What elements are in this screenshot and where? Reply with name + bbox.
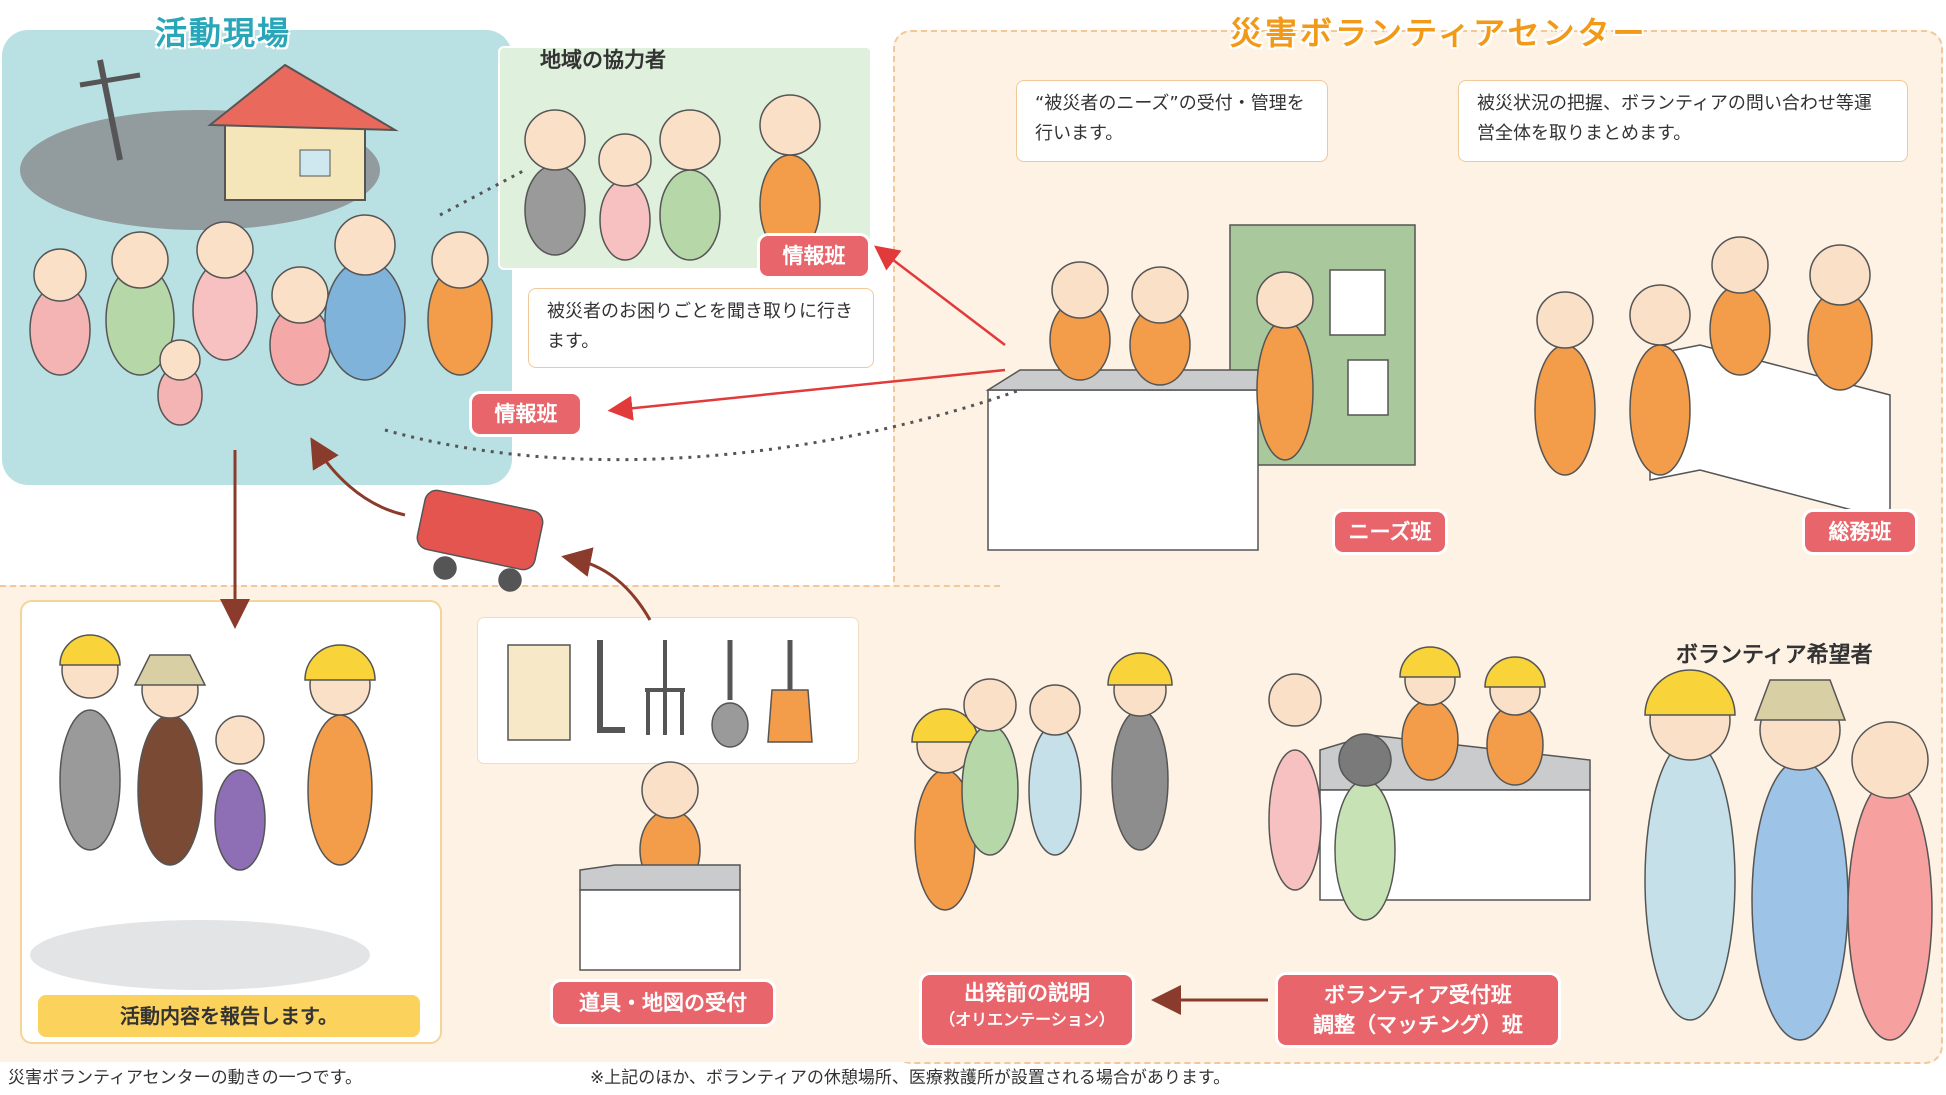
center-title: 災害ボランティアセンター bbox=[1230, 14, 1648, 52]
orientation-label: 出発前の説明 （オリエンテーション） bbox=[922, 975, 1132, 1045]
arrow-to-info-upper bbox=[874, 245, 1006, 346]
cooperators-illustration bbox=[524, 94, 821, 261]
orientation-group-illustration bbox=[911, 652, 1173, 911]
general-affairs-team-label: 総務班 bbox=[1805, 512, 1915, 552]
volunteer-reception-illustration bbox=[1268, 646, 1591, 921]
report-group-illustration bbox=[30, 634, 376, 990]
volunteer-reception-line2: 調整（マッチング）班 bbox=[1313, 1013, 1523, 1037]
cooperators-title: 地域の協力者 bbox=[540, 48, 666, 72]
volunteer-applicants-illustration bbox=[1644, 669, 1933, 1041]
needs-team-label: ニーズ班 bbox=[1335, 512, 1445, 552]
arrow-tools-to-bus bbox=[561, 547, 652, 621]
orientation-title: 出発前の説明 bbox=[964, 981, 1090, 1005]
volunteer-applicants-title: ボランティア希望者 bbox=[1676, 643, 1873, 668]
volunteer-reception-line1: ボランティア受付班 bbox=[1324, 983, 1512, 1007]
tools-reception-illustration bbox=[579, 761, 741, 971]
affected-residents-illustration bbox=[29, 214, 493, 426]
info-team-upper-label: 情報班 bbox=[760, 236, 868, 276]
footnote-right: ※上記のほか、ボランティアの休憩場所、医療救護所が設置される場合があります。 bbox=[590, 1068, 1231, 1088]
info-team-lower-label: 情報班 bbox=[472, 394, 580, 434]
tools-illustration bbox=[507, 640, 813, 748]
info-bubble: 被災者のお困りごとを聞き取りに行きます。 bbox=[528, 288, 874, 368]
arrow-bus-to-field bbox=[310, 437, 406, 517]
orientation-subtitle: （オリエンテーション） bbox=[939, 1010, 1115, 1030]
tools-map-reception-label: 道具・地図の受付 bbox=[553, 982, 773, 1024]
field-title: 活動現場 bbox=[155, 14, 292, 52]
report-label: 活動内容を報告します。 bbox=[38, 995, 420, 1037]
needs-team-illustration bbox=[985, 224, 1416, 551]
footnote-left: 災害ボランティアセンターの動きの一つです。 bbox=[8, 1068, 362, 1088]
arrow-to-info-lower bbox=[607, 368, 1006, 421]
bus-illustration bbox=[416, 489, 544, 592]
volunteer-reception-label: ボランティア受付班 調整（マッチング）班 bbox=[1278, 975, 1558, 1045]
needs-bubble: “被災者のニーズ”の受付・管理を行います。 bbox=[1016, 80, 1328, 162]
general-affairs-bubble: 被災状況の把握、ボランティアの問い合わせ等運営全体を取りまとめます。 bbox=[1458, 80, 1908, 162]
general-affairs-team-illustration bbox=[1534, 236, 1891, 521]
damaged-area-illustration bbox=[20, 59, 399, 230]
